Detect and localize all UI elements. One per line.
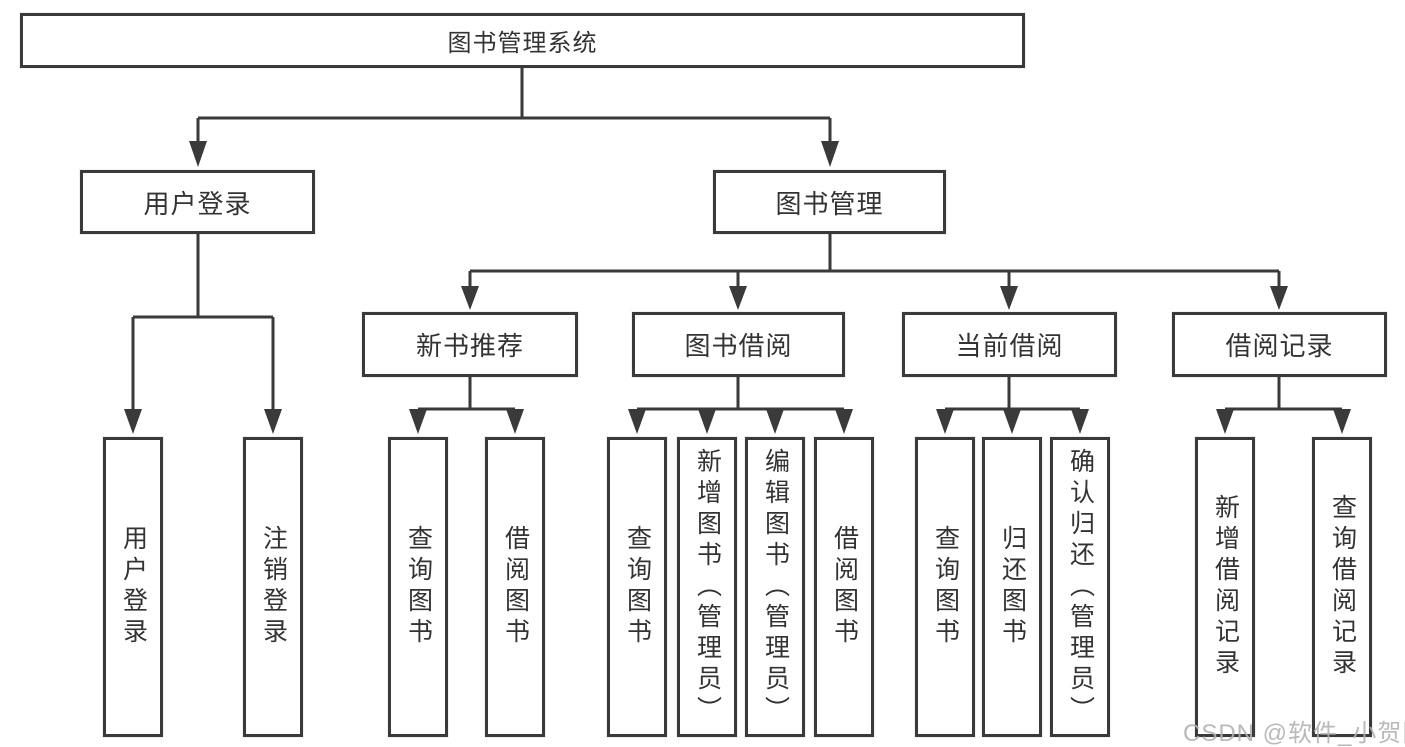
leaf-query-books-borrowing: 查询图书	[607, 437, 667, 737]
leaf-label: 查询借阅记录	[1328, 494, 1357, 680]
leaf-label: 确认归还（管理员）	[1066, 447, 1095, 727]
leaf-label: 借阅图书	[830, 525, 859, 649]
leaf-label: 用户登录	[119, 525, 148, 649]
leaf-label: 查询图书	[931, 525, 960, 649]
leaf-label: 查询图书	[404, 525, 433, 649]
leaf-label: 归还图书	[998, 525, 1027, 649]
leaf-label: 新增图书（管理员）	[693, 447, 722, 727]
node-label: 图书管理系统	[447, 30, 598, 57]
node-new-book-recommendation: 新书推荐	[362, 312, 578, 377]
node-user-login: 用户登录	[80, 170, 315, 234]
node-label: 图书管理	[775, 188, 884, 219]
leaf-edit-book-admin: 编辑图书（管理员）	[745, 437, 805, 737]
leaf-label: 新增借阅记录	[1211, 494, 1240, 680]
leaf-label: 查询图书	[623, 525, 652, 649]
node-label: 借阅记录	[1225, 331, 1334, 361]
node-label: 用户登录	[143, 188, 252, 219]
leaf-label: 编辑图书（管理员）	[761, 447, 790, 727]
arrowheads	[124, 141, 1351, 434]
node-label: 图书借阅	[684, 331, 793, 361]
node-book-borrowing: 图书借阅	[632, 312, 845, 377]
leaf-query-books-current: 查询图书	[915, 437, 975, 737]
node-label: 新书推荐	[415, 331, 524, 361]
leaf-logout: 注销登录	[243, 437, 303, 737]
leaf-confirm-return-admin: 确认归还（管理员）	[1050, 437, 1110, 737]
node-borrowing-records: 借阅记录	[1172, 312, 1387, 377]
leaf-query-borrow-record: 查询借阅记录	[1312, 437, 1372, 737]
leaf-borrow-books-borrowing: 借阅图书	[814, 437, 874, 737]
node-current-borrowing: 当前借阅	[902, 312, 1117, 377]
leaf-add-borrow-record: 新增借阅记录	[1195, 437, 1255, 737]
csdn-watermark: CSDN @软件_小贺同学	[1183, 720, 1405, 747]
node-library-management-system: 图书管理系统	[20, 13, 1025, 68]
leaf-add-book-admin: 新增图书（管理员）	[677, 437, 737, 737]
leaf-label: 借阅图书	[501, 525, 530, 649]
leaf-query-books-recommend: 查询图书	[388, 437, 448, 737]
leaf-borrow-books-recommend: 借阅图书	[485, 437, 545, 737]
node-label: 当前借阅	[955, 331, 1064, 361]
leaf-label: 注销登录	[259, 525, 288, 649]
leaf-user-login: 用户登录	[103, 437, 163, 737]
leaf-return-books: 归还图书	[982, 437, 1042, 737]
node-book-management: 图书管理	[713, 170, 946, 234]
